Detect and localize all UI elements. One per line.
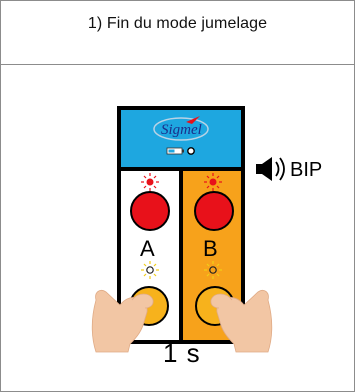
panel-a-label: A xyxy=(140,236,155,261)
button-red-b[interactable] xyxy=(194,191,234,231)
button-red-a[interactable] xyxy=(130,191,170,231)
panel-b-label: B xyxy=(203,236,218,261)
press-duration: 1 s xyxy=(163,338,201,368)
battery-icon xyxy=(166,147,184,155)
led-blink-icon xyxy=(141,173,159,191)
led-blink-icon xyxy=(204,261,222,279)
status-led xyxy=(187,147,195,155)
speaker-icon xyxy=(256,157,285,181)
sigmel-logo: Sigmel xyxy=(153,116,209,141)
scenario-title: 1) Fin du mode jumelage xyxy=(87,15,268,32)
hand-icon xyxy=(210,290,273,353)
led-blink-icon xyxy=(204,173,222,191)
hand-icon xyxy=(91,290,154,353)
led-blink-icon xyxy=(141,261,159,279)
sound-label: BIP xyxy=(290,159,323,181)
brand-panel xyxy=(121,110,241,167)
svg-text:Sigmel: Sigmel xyxy=(161,122,202,138)
scenario-header: 1) Fin du mode jumelage xyxy=(1,1,354,65)
